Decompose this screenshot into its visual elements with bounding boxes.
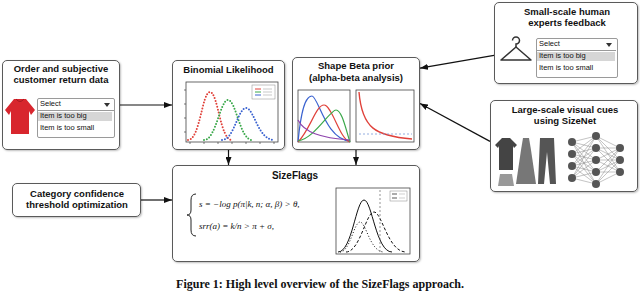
neural-network-icon	[616, 156, 624, 164]
neural-network-icon	[568, 174, 576, 182]
sizeflags-plot	[392, 194, 397, 198]
sizeflags-plot	[340, 222, 384, 252]
neural-network-icon	[592, 144, 600, 152]
binomial-plot	[204, 100, 252, 140]
output-box: SizeFlags s = −log p(π|k, n; α, β) > θ, sr…	[172, 165, 420, 262]
node-title: SizeFlags	[173, 170, 417, 182]
node-text: Item is too big	[38, 112, 112, 121]
sizeflags-plot	[346, 212, 406, 252]
node-text: Item is too small	[40, 124, 110, 133]
node-text: Item is too small	[539, 64, 613, 73]
neural-network-icon	[592, 132, 600, 140]
node-title: Select	[539, 40, 599, 49]
beta-plots	[298, 96, 350, 142]
dropdown-decor	[536, 50, 616, 51]
arrow-connector	[420, 104, 490, 142]
arrow-connector	[355, 150, 356, 165]
neural-network-icon	[568, 132, 624, 188]
input-box: Order and subjective customer return dat…	[2, 60, 120, 150]
input-box: Large-scale visual cues using SizeNet	[490, 100, 638, 192]
node-title: Large-scale visual cues using SizeNet	[501, 105, 629, 127]
sweater-icon	[5, 99, 35, 134]
arrow-connector	[228, 150, 229, 165]
process-box: Shape Beta prior(alpha-beta analysis)	[292, 57, 420, 150]
binomial-plot	[188, 92, 232, 140]
node-title: Category confidence threshold optimizati…	[16, 189, 138, 211]
binomial-plot	[263, 89, 272, 95]
formula-brace	[187, 194, 196, 236]
arrow-connector	[420, 55, 494, 68]
sizeflags-plot	[336, 188, 410, 254]
neural-network-icon	[568, 150, 576, 158]
clothing-silhouettes	[538, 138, 556, 184]
sizeflags-plot	[338, 200, 392, 252]
clothing-silhouettes	[516, 138, 536, 184]
neural-network-icon	[568, 162, 576, 170]
neural-network-icon	[616, 144, 624, 152]
beta-plots	[298, 105, 350, 142]
formula-brace	[187, 194, 196, 236]
hanger-icon	[501, 47, 531, 60]
beta-plots	[298, 90, 350, 142]
sizeflags-plot	[399, 194, 405, 198]
beta-plots	[359, 134, 412, 135]
beta-plots	[298, 120, 350, 140]
node-title: Order and subjective customer return dat…	[5, 64, 117, 86]
dropdown-menu: SelectItem is too bigItem is too small	[37, 98, 115, 138]
process-box: Category confidence threshold optimizati…	[12, 183, 141, 217]
sizeflags-plot	[336, 188, 410, 254]
neural-network-icon	[616, 168, 624, 176]
arrow-connector	[120, 104, 172, 105]
arrow-connector	[141, 199, 172, 200]
node-title: Shape Beta prior	[295, 61, 417, 72]
sizeflags-plot	[390, 191, 407, 201]
binomial-plot	[255, 89, 261, 90]
hanger-icon	[501, 37, 531, 60]
binomial-plot	[186, 82, 278, 142]
beta-plots	[298, 110, 350, 142]
connectors	[120, 55, 494, 200]
hanger-icon	[513, 37, 520, 47]
binomial-plot	[255, 92, 261, 93]
node-text: s = −log p(π|k, n; α, β) > θ,	[199, 199, 300, 209]
node-title: Small-scale human experts feedback	[512, 7, 622, 29]
beta-plots	[359, 92, 412, 139]
neural-network-icon	[592, 180, 600, 188]
sweater-icon	[5, 99, 35, 134]
neural-network-icon	[572, 136, 620, 184]
node-title: Select	[40, 100, 100, 109]
clothing-silhouettes	[495, 138, 556, 186]
node-text: (alpha-beta analysis)	[295, 73, 417, 84]
binomial-plot	[222, 108, 274, 140]
beta-plots	[298, 90, 414, 142]
process-box: Binomial Likelihood	[172, 60, 285, 150]
node-text: srr(a) = k/n > π + σ,	[199, 221, 274, 231]
sizeflags-plot	[380, 190, 381, 253]
node-title: Binomial Likelihood	[175, 65, 282, 76]
neural-network-icon	[568, 138, 576, 146]
beta-plots	[356, 90, 414, 142]
neural-network-icon	[592, 156, 600, 164]
node-text: Item is too big	[537, 52, 615, 61]
clothing-silhouettes	[495, 138, 517, 170]
sweater-icon	[16, 99, 24, 102]
binomial-plot	[184, 82, 278, 144]
dropdown-decor	[38, 110, 114, 111]
input-box: Small-scale human experts feedbackSelect…	[494, 2, 638, 84]
dropdown-decor	[606, 43, 612, 47]
clothing-silhouettes	[498, 174, 514, 186]
neural-network-icon	[592, 168, 600, 176]
figure-caption: Figure 1: High level overview of the Siz…	[0, 277, 640, 292]
dropdown-decor	[104, 103, 110, 107]
binomial-plot	[252, 85, 275, 99]
dropdown-menu: SelectItem is too bigItem is too small	[536, 38, 618, 78]
binomial-plot	[255, 95, 261, 96]
